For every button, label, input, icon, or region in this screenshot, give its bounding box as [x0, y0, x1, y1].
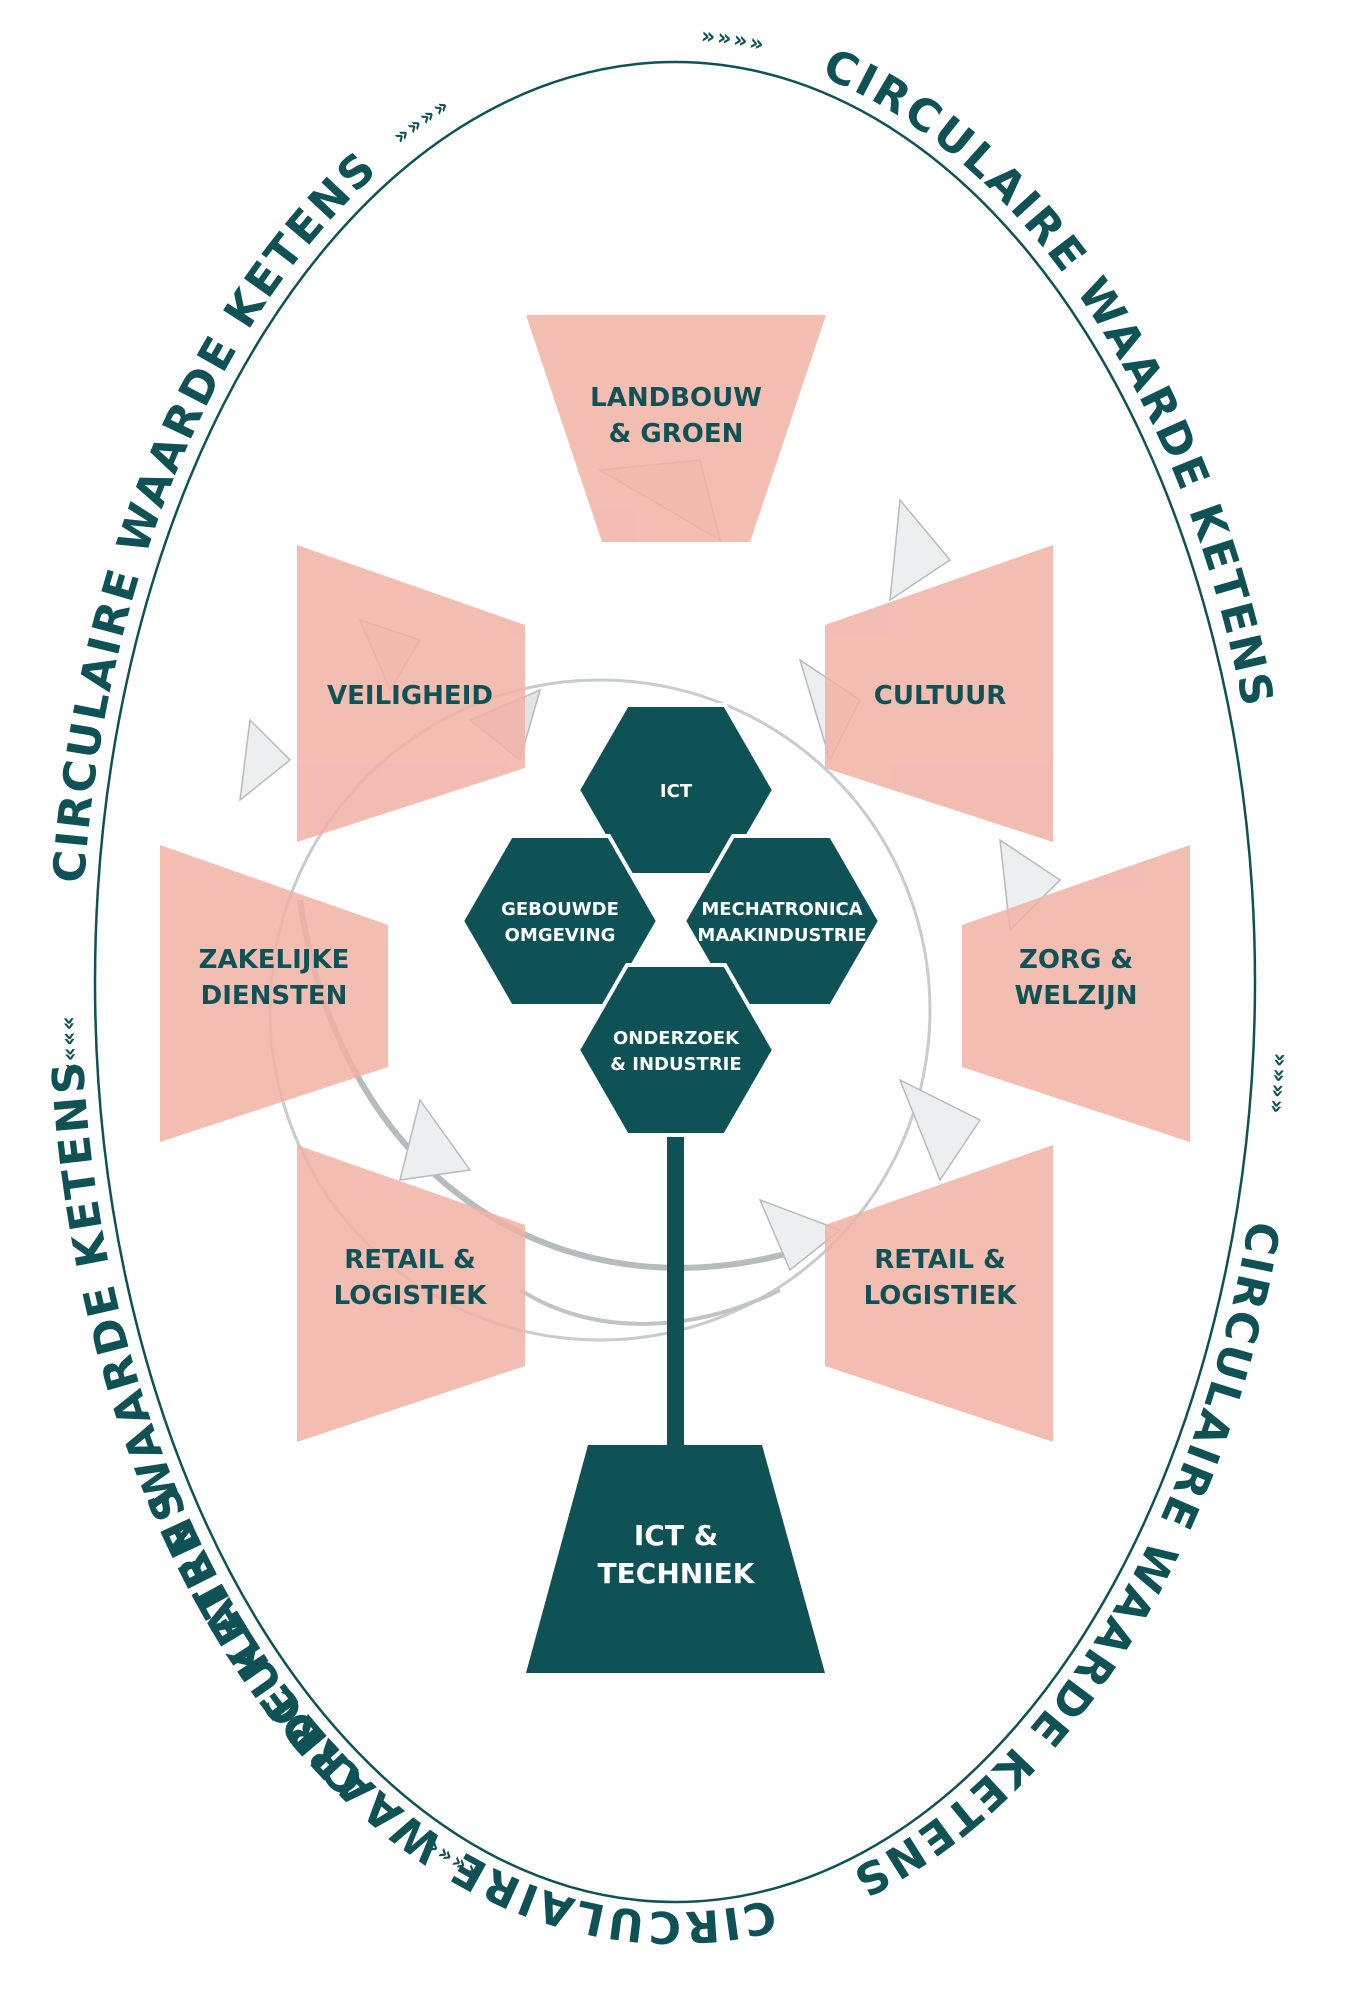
sector-veiligheid	[297, 545, 525, 842]
sector-retail-logistiek-right	[825, 1145, 1053, 1442]
sector-label-mid-right: ZORG &WELZIJN	[1015, 945, 1138, 1011]
hexagon-label-top: ICT	[660, 781, 693, 802]
sector-label-lower-right: RETAIL &LOGISTIEK	[864, 1245, 1018, 1311]
base-label: ICT &TECHNIEK	[598, 1519, 756, 1590]
ring-chevrons-top: »»»»	[700, 24, 767, 58]
value-chain-ring	[93, 60, 1257, 1904]
ring-chevrons-bottom-left: ««««	[56, 1015, 84, 1078]
stem	[667, 1100, 684, 1445]
sector-labels: LANDBOUW& GROEN VEILIGHEID CULTUUR ZAKELIJK…	[199, 383, 1138, 1311]
ring-chevrons-left: »»»»	[389, 93, 455, 150]
sector-landbouw-groen	[526, 315, 826, 542]
sectors	[160, 315, 1190, 1442]
sector-label-upper-right: CULTUUR	[874, 681, 1006, 711]
sector-label-lower-left: RETAIL &LOGISTIEK	[334, 1245, 488, 1311]
hexagon-label-bottom: ONDERZOEK& INDUSTRIE	[610, 1028, 741, 1075]
ring-chevrons-right: »»»»	[1263, 1052, 1292, 1115]
sector-label-top: LANDBOUW& GROEN	[590, 383, 762, 449]
sector-zakelijke-diensten	[160, 845, 388, 1142]
hexagon-right	[681, 834, 883, 1008]
sector-zorg-welzijn	[962, 845, 1190, 1142]
hexagon-cluster	[459, 703, 883, 1137]
hexagon-bottom	[575, 963, 777, 1137]
sector-label-upper-left: VEILIGHEID	[327, 681, 493, 711]
sector-retail-logistiek-left	[297, 1145, 525, 1442]
ict-techniek-base	[526, 1445, 825, 1673]
sector-cultuur	[825, 545, 1053, 842]
